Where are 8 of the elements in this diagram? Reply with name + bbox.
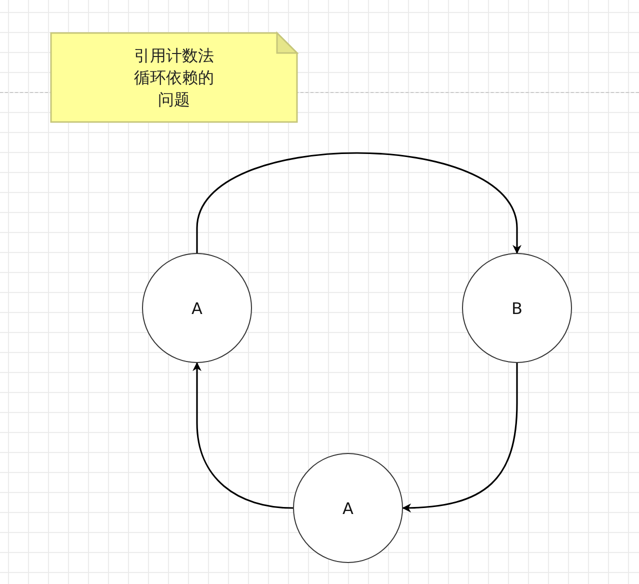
object-label: B <box>512 298 522 318</box>
note-shape <box>51 33 297 122</box>
object-label: A <box>342 498 354 518</box>
note-text: 引用计数法循环依赖的问题 <box>134 44 214 110</box>
arrow <box>402 363 518 512</box>
arrow <box>192 362 294 509</box>
object-label: A <box>192 298 202 318</box>
arrow <box>196 152 522 254</box>
